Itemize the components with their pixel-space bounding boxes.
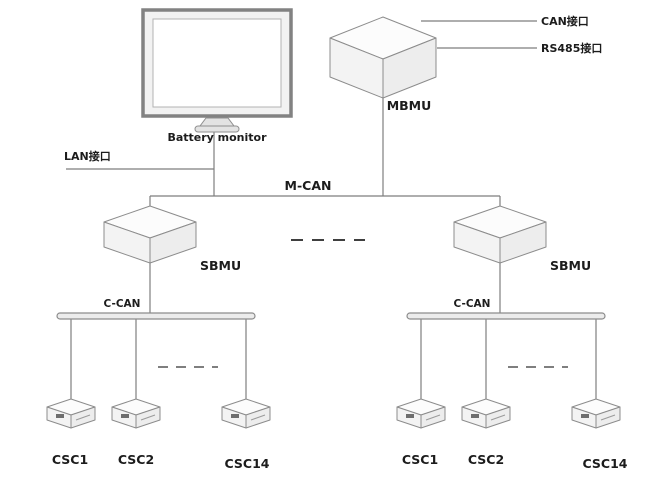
c-can-right-label: C-CAN xyxy=(454,298,491,310)
monitor-screen-icon xyxy=(152,18,282,108)
c-can-left-bar xyxy=(56,312,256,320)
rs485-port-label: RS485接口 xyxy=(541,41,602,55)
sbmu-right-node: SBMU xyxy=(453,205,591,273)
csc-left-2-detail xyxy=(121,414,129,418)
csc-right-1-label: CSC1 xyxy=(402,452,438,467)
lan-port-label: LAN接口 xyxy=(64,149,111,163)
c-can-left-label: C-CAN xyxy=(104,298,141,310)
csc-right-1-slot xyxy=(425,414,441,421)
sbmu-right-label: SBMU xyxy=(550,258,591,273)
connector-lines xyxy=(66,20,597,403)
csc-right-3-label: CSC14 xyxy=(583,456,628,471)
sbmu-left-node: SBMU xyxy=(103,205,241,273)
monitor-base-icon xyxy=(194,125,240,133)
csc-left-2-slot xyxy=(140,414,156,421)
battery-monitor-label: Battery monitor xyxy=(167,131,267,144)
csc-left-2-node: CSC2 xyxy=(111,398,161,467)
csc-right-3-detail xyxy=(581,414,589,418)
csc-left-3-node: CSC14 xyxy=(221,398,271,471)
csc-right-1-detail xyxy=(406,414,414,418)
csc-right-3-node: CSC14 xyxy=(571,398,628,471)
c-can-left-bus: C-CAN xyxy=(56,298,256,320)
csc-left-3-slot xyxy=(250,414,266,421)
csc-right-1-node: CSC1 xyxy=(396,398,446,467)
csc-left-1-node: CSC1 xyxy=(46,398,96,467)
mbmu-label: MBMU xyxy=(387,98,432,113)
mbmu-node: MBMU xyxy=(329,16,437,113)
mbmu-box-right-face xyxy=(382,37,437,99)
csc-right-2-node: CSC2 xyxy=(461,398,511,467)
csc-right-2-slot xyxy=(490,414,506,421)
csc-left-3-label: CSC14 xyxy=(225,456,270,471)
csc-left-1-detail xyxy=(56,414,64,418)
csc-right-3-slot xyxy=(600,414,616,421)
can-port-label: CAN接口 xyxy=(541,14,589,28)
csc-left-1-label: CSC1 xyxy=(52,452,88,467)
c-can-right-bar xyxy=(406,312,606,320)
sbmu-right-box-right-face xyxy=(499,221,547,264)
csc-right-2-label: CSC2 xyxy=(468,452,504,467)
battery-monitor-node: Battery monitor xyxy=(141,8,293,144)
c-can-right-bus: C-CAN xyxy=(406,298,606,320)
csc-left-3-detail xyxy=(231,414,239,418)
m-can-bus-label: M-CAN xyxy=(285,178,332,193)
csc-left-1-slot xyxy=(75,414,91,421)
sbmu-left-box-right-face xyxy=(149,221,197,264)
sbmu-left-label: SBMU xyxy=(200,258,241,273)
csc-right-2-detail xyxy=(471,414,479,418)
monitor-stand-icon xyxy=(199,117,235,127)
csc-left-2-label: CSC2 xyxy=(118,452,154,467)
